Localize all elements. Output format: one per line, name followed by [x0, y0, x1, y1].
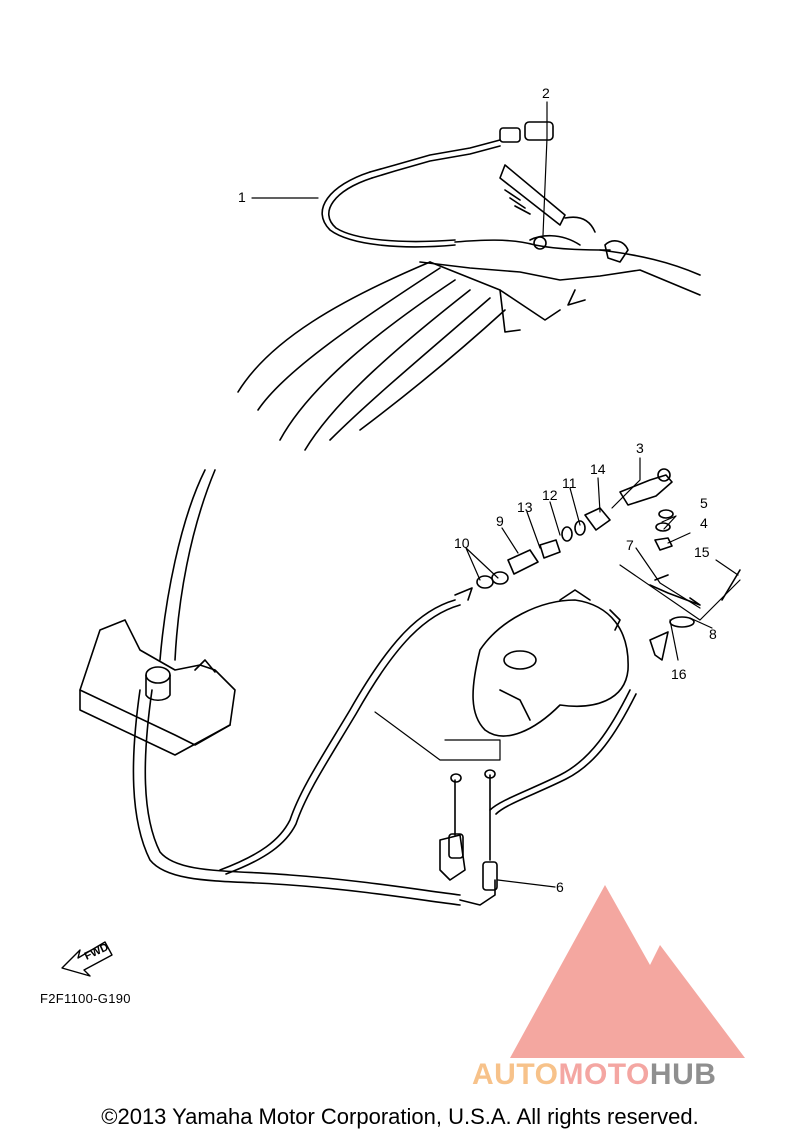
callout-12: 12	[542, 487, 558, 503]
callout-2: 2	[542, 85, 550, 101]
callout-1: 1	[238, 189, 246, 205]
callout-6: 6	[556, 879, 564, 895]
callout-10: 10	[454, 535, 470, 551]
watermark-logo	[510, 885, 745, 1058]
hull-outline	[159, 249, 701, 661]
steering-column	[499, 164, 629, 263]
leader-lines	[251, 101, 741, 888]
callout-4: 4	[700, 515, 708, 531]
callout-5: 5	[700, 495, 708, 511]
lower-cables	[132, 587, 637, 906]
callout-11: 11	[562, 475, 577, 491]
throttle-parts	[476, 468, 741, 661]
callout-16: 16	[671, 666, 687, 682]
wordmark-auto: AUTO	[472, 1058, 559, 1091]
cable-1	[321, 121, 554, 248]
tray	[79, 619, 236, 756]
diagram-code: F2F1100-G190	[40, 991, 131, 1006]
callout-7: 7	[626, 537, 634, 553]
wordmark-moto: MOTO	[558, 1058, 650, 1091]
watermark-wordmark: AUTOMOTOHUB	[472, 1058, 716, 1092]
callout-8: 8	[709, 626, 717, 642]
wordmark-hub: HUB	[649, 1058, 717, 1091]
fwd-arrow-icon	[61, 941, 113, 977]
carburetor	[472, 589, 629, 737]
callout-3: 3	[636, 440, 644, 456]
callout-14: 14	[590, 461, 606, 477]
callout-13: 13	[517, 499, 533, 515]
callout-9: 9	[496, 513, 504, 529]
callout-15: 15	[694, 544, 710, 560]
copyright-notice: ©2013 Yamaha Motor Corporation, U.S.A. A…	[101, 1104, 699, 1129]
